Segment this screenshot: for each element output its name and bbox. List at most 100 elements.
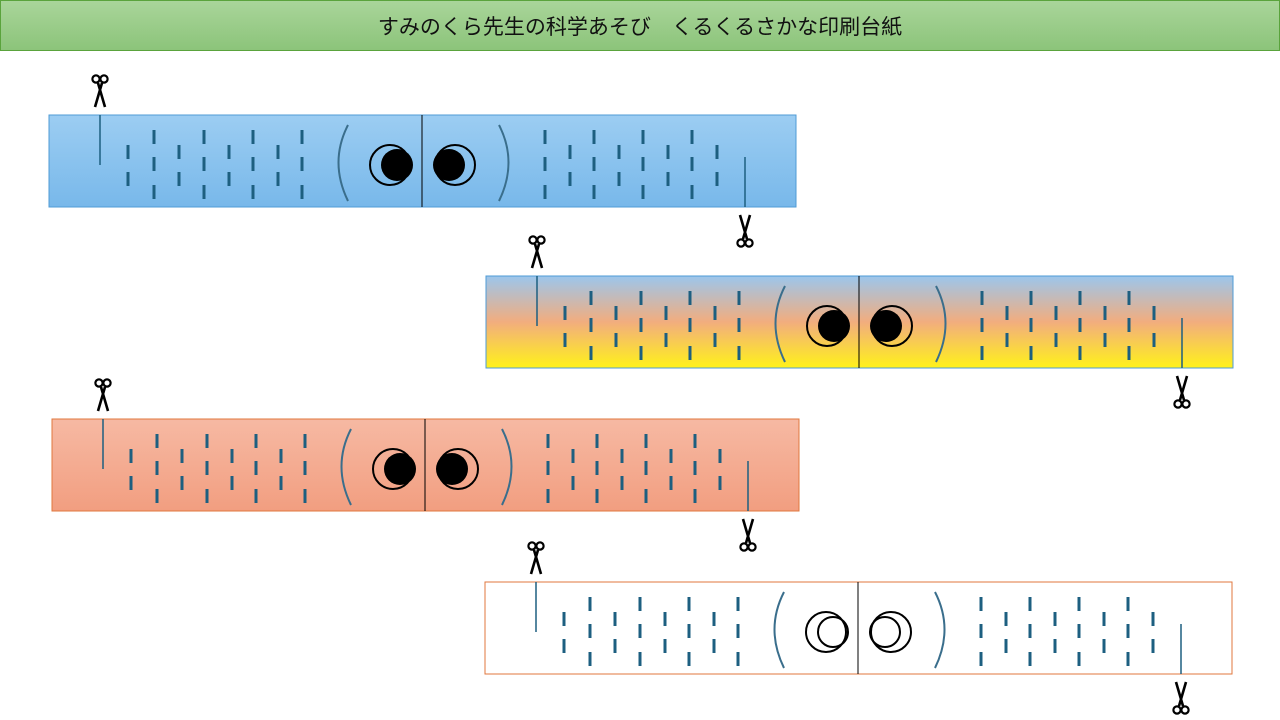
- scale-dash: [1004, 612, 1008, 626]
- gill-right: [498, 124, 510, 202]
- scale-dash: [1152, 306, 1156, 320]
- scale-dash: [254, 461, 258, 475]
- scale-dash: [595, 461, 599, 475]
- scale-dash: [980, 318, 984, 332]
- scissors-handle: [99, 74, 109, 84]
- eye-pupil: [436, 453, 468, 485]
- scissors-blades: [93, 82, 107, 108]
- scale-dash: [152, 130, 156, 144]
- scale-dash: [155, 461, 159, 475]
- scale-dash: [666, 145, 670, 159]
- scale-dash: [690, 130, 694, 144]
- scale-dash: [1029, 318, 1033, 332]
- scale-dash: [588, 624, 592, 638]
- scissors-icon: [739, 518, 757, 552]
- scale-dash: [300, 130, 304, 144]
- scale-dash: [227, 172, 231, 186]
- scale-dash: [543, 157, 547, 171]
- scale-dash: [1152, 333, 1156, 347]
- scale-dash: [1054, 306, 1058, 320]
- scale-dash: [979, 597, 983, 611]
- scissors-icon: [527, 541, 545, 575]
- scale-dash: [736, 597, 740, 611]
- gill-right: [934, 591, 946, 669]
- scissors-blades: [738, 214, 752, 240]
- scale-dash: [693, 461, 697, 475]
- scale-dash: [568, 172, 572, 186]
- scale-dash: [980, 291, 984, 305]
- scale-dash: [638, 597, 642, 611]
- scale-dash: [568, 145, 572, 159]
- scale-dash: [638, 624, 642, 638]
- scale-dash: [155, 489, 159, 503]
- scale-dash: [641, 157, 645, 171]
- scale-dash: [1077, 624, 1081, 638]
- scale-dash: [644, 489, 648, 503]
- scale-dash: [688, 346, 692, 360]
- scale-dash: [1151, 639, 1155, 653]
- scale-dash: [202, 130, 206, 144]
- scissors-icon: [528, 235, 546, 269]
- scale-dash: [620, 449, 624, 463]
- scale-dash: [177, 145, 181, 159]
- scale-dash: [688, 318, 692, 332]
- scale-dash: [1103, 333, 1107, 347]
- scale-dash: [737, 346, 741, 360]
- scale-dash: [300, 185, 304, 199]
- scale-dash: [279, 476, 283, 490]
- eye-outline: [805, 611, 847, 653]
- scissors-icon: [1173, 375, 1191, 409]
- scale-dash: [230, 476, 234, 490]
- scale-dash: [1028, 652, 1032, 666]
- scale-dash: [1054, 333, 1058, 347]
- scale-dash: [129, 449, 133, 463]
- scale-dash: [1102, 612, 1106, 626]
- scissors-icon: [94, 378, 112, 412]
- scissors-blades: [530, 243, 544, 269]
- scale-dash: [589, 346, 593, 360]
- scissors-handle: [535, 541, 545, 551]
- scale-dash: [641, 185, 645, 199]
- scale-dash: [230, 449, 234, 463]
- scissors-handle: [1173, 399, 1183, 409]
- scale-dash: [1028, 597, 1032, 611]
- gill-left: [340, 428, 352, 506]
- scissors-handle: [744, 238, 754, 248]
- scale-dash: [639, 346, 643, 360]
- scale-dash: [687, 624, 691, 638]
- scale-dash: [644, 434, 648, 448]
- scale-dash: [666, 172, 670, 186]
- scale-dash: [1078, 318, 1082, 332]
- scale-dash: [1028, 624, 1032, 638]
- scale-dash: [1103, 306, 1107, 320]
- scale-dash: [688, 291, 692, 305]
- scissors-handle: [536, 235, 546, 245]
- scale-dash: [1004, 639, 1008, 653]
- scale-dash: [300, 157, 304, 171]
- gill-right: [501, 428, 513, 506]
- scale-dash: [588, 652, 592, 666]
- scale-dash: [614, 333, 618, 347]
- scale-dash: [152, 185, 156, 199]
- eye-pupil: [818, 310, 850, 342]
- scale-dash: [737, 318, 741, 332]
- scale-dash: [205, 489, 209, 503]
- scissors-icon: [736, 214, 754, 248]
- scissors-handle: [528, 235, 538, 245]
- scale-dash: [693, 489, 697, 503]
- scale-dash: [1126, 597, 1130, 611]
- scale-dash: [613, 612, 617, 626]
- scale-dash: [1127, 291, 1131, 305]
- gill-right: [935, 285, 947, 363]
- scale-dash: [1029, 291, 1033, 305]
- scale-dash: [546, 489, 550, 503]
- scissors-handle: [527, 541, 537, 551]
- scissors-handle: [94, 378, 104, 388]
- eye-inner-ring: [817, 616, 849, 648]
- scale-dash: [251, 185, 255, 199]
- scale-dash: [715, 172, 719, 186]
- scale-dash: [180, 449, 184, 463]
- eye-inner-ring: [869, 616, 901, 648]
- scale-dash: [1029, 346, 1033, 360]
